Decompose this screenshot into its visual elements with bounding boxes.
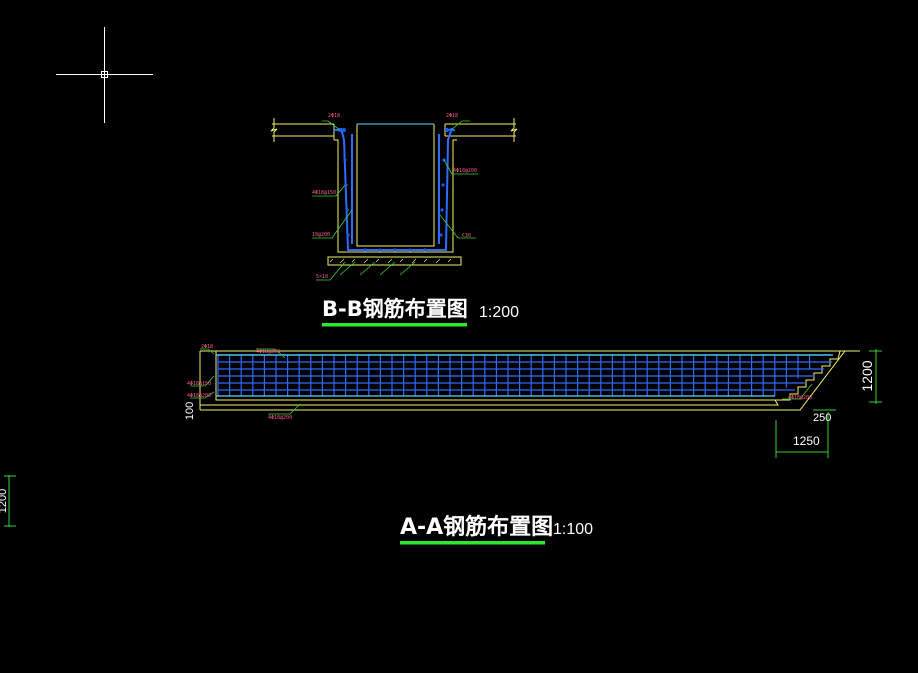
bb-outline bbox=[270, 118, 518, 266]
left-dimension-text: 1200 bbox=[0, 489, 9, 513]
bb-section-title: B-B钢筋布置图 bbox=[322, 297, 468, 321]
aa-leaders bbox=[190, 348, 813, 415]
cad-crosshair-cursor bbox=[56, 27, 153, 123]
aa-dimensions bbox=[775, 349, 882, 458]
aa-label-bottom: 4Φ18@200 bbox=[268, 415, 292, 421]
aa-dim-step: 250 bbox=[813, 412, 831, 424]
aa-section-drawing: 2Φ18 4Φ18@200 4Φ18@150 4Φ18@200 4Φ18@200… bbox=[184, 344, 882, 458]
bb-label-top-right: 2Φ18 bbox=[446, 113, 458, 119]
bb-rebar bbox=[334, 127, 455, 251]
bb-label-base: 5×10 bbox=[316, 274, 328, 280]
bb-label-wall-left: 4Φ18@150 bbox=[312, 190, 336, 196]
aa-outline bbox=[199, 350, 860, 411]
aa-label-right-step: 4Φ18@200 bbox=[788, 395, 812, 401]
bb-label-wall-right: 4Φ18@200 bbox=[453, 168, 477, 174]
left-edge-dimension: 1200 bbox=[0, 475, 16, 527]
bb-label-stirrup: 18@200 bbox=[312, 232, 330, 238]
aa-rebar-grid bbox=[217, 354, 832, 396]
aa-label-top-left: 2Φ18 bbox=[201, 344, 213, 350]
bb-section-drawing: 2Φ18 2Φ18 4Φ18@150 4Φ18@200 18@200 C30 5… bbox=[270, 113, 518, 281]
aa-dim-height: 1200 bbox=[859, 360, 875, 391]
aa-section-title: A-A钢筋布置图 bbox=[400, 514, 553, 540]
aa-label-side-1: 4Φ18@150 bbox=[187, 381, 211, 387]
bb-base-hatch bbox=[329, 258, 452, 264]
bb-label-concrete: C30 bbox=[462, 233, 471, 239]
aa-title-underline bbox=[400, 541, 545, 545]
aa-label-top-mid: 4Φ18@200 bbox=[256, 349, 280, 355]
bb-title-underline bbox=[322, 323, 467, 327]
bb-section-scale: 1:200 bbox=[479, 304, 519, 321]
bb-leaders bbox=[312, 120, 478, 281]
bb-label-top-left: 2Φ18 bbox=[328, 113, 340, 119]
aa-dim-length: 1250 bbox=[793, 434, 820, 448]
aa-section-scale: 1:100 bbox=[553, 521, 593, 538]
aa-label-side-2: 4Φ18@200 bbox=[187, 393, 211, 399]
aa-dim-slab: 100 bbox=[184, 402, 196, 420]
bb-rebar-dots bbox=[338, 128, 453, 252]
